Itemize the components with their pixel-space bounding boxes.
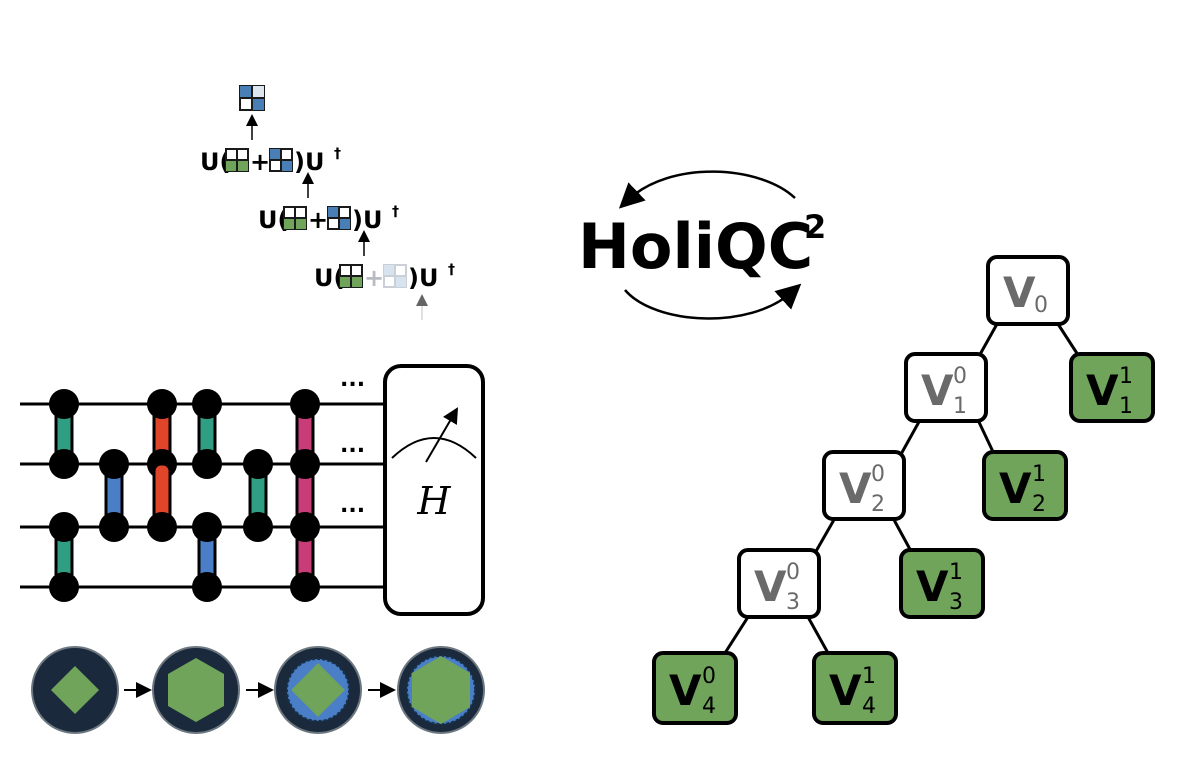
meter-icon (391, 437, 477, 459)
node-subscript: 3 (786, 590, 800, 615)
node-subscript: 1 (1119, 394, 1133, 419)
tree-node-v3-1: V 1 3 (899, 548, 985, 619)
ellipsis: ... (340, 367, 365, 392)
dagger: † (448, 262, 455, 278)
node-superscript: 1 (949, 560, 963, 585)
ellipsis: ... (340, 433, 365, 458)
faded-blue-grid-icon (383, 264, 407, 288)
equation-tail: )U (294, 148, 324, 176)
green-grid-icon (225, 148, 249, 172)
plus-sign: + (250, 148, 270, 176)
tree-edge (806, 616, 830, 654)
quantum-circuit: ... ... ... H (20, 364, 485, 616)
binary-tree: V 0 V 0 1 V 1 1 V 0 2 V 1 2 (652, 255, 1155, 725)
node-superscript: 0 (953, 364, 967, 389)
two-qubit-gate (192, 512, 222, 602)
tree-node-v2-0: V 0 2 (822, 450, 906, 521)
blue-grid-icon (239, 85, 265, 111)
diamond-refined-icon (274, 646, 362, 734)
tree-node-v4-0: V 0 4 (652, 651, 738, 725)
two-qubit-gate (49, 512, 79, 602)
tree-edge (813, 517, 837, 554)
equation-row-2: U( + )U † (258, 204, 399, 234)
tree-node-v1-1: V 1 1 (1069, 352, 1155, 423)
equation-row-3: U( + )U † (314, 262, 455, 292)
hexagon-in-circle-icon (152, 646, 240, 734)
plus-sign-faded: + (364, 264, 384, 292)
node-subscript: 2 (1032, 492, 1046, 517)
shape-evolution (31, 646, 485, 734)
meter-needle (425, 407, 459, 463)
hexagon-refined-icon (397, 646, 485, 734)
two-qubit-gate (49, 389, 79, 479)
blue-grid-icon (327, 206, 351, 230)
tree-node-v3-0: V 0 3 (737, 548, 821, 619)
blue-grid-icon (269, 148, 293, 172)
cycle-arrow-bottom (624, 283, 802, 320)
tree-node-v2-1: V 1 2 (982, 450, 1068, 521)
node-superscript: 1 (1119, 364, 1133, 389)
node-superscript: 1 (862, 664, 876, 689)
node-superscript: 0 (702, 664, 716, 689)
diamond-in-circle-icon (31, 646, 119, 734)
node-superscript: 0 (786, 560, 800, 585)
tree-edge (891, 517, 914, 554)
node-letter: V (829, 666, 862, 715)
node-subscript: 4 (702, 694, 716, 719)
node-subscript: 1 (953, 394, 967, 419)
node-subscript: 0 (1034, 293, 1048, 318)
two-qubit-gate (99, 449, 129, 542)
node-subscript: 4 (862, 694, 876, 719)
equation-tail: )U (408, 264, 438, 292)
measurement-label: H (416, 479, 451, 523)
green-grid-icon (283, 206, 307, 230)
title-main: HoliQC (578, 210, 813, 283)
tree-node-v1-0: V 0 1 (904, 352, 988, 423)
cycle-arrow-top (618, 170, 796, 209)
ellipsis: ... (340, 493, 365, 518)
node-superscript: 0 (871, 462, 885, 487)
node-letter: V (921, 366, 954, 415)
tree-edge (898, 419, 922, 457)
node-letter: V (1003, 268, 1036, 317)
title-block: HoliQC 2 (578, 170, 826, 320)
tree-node-v0: V 0 (986, 255, 1070, 326)
node-letter: V (669, 666, 702, 715)
two-qubit-gate (147, 462, 177, 542)
equation-tail: )U (352, 206, 382, 234)
measurement-box: H (383, 364, 485, 616)
tree-edge (1056, 323, 1082, 359)
node-superscript: 1 (1032, 462, 1046, 487)
dagger: † (392, 204, 399, 220)
title-superscript: 2 (804, 208, 826, 246)
node-subscript: 3 (949, 590, 963, 615)
node-subscript: 2 (871, 492, 885, 517)
two-qubit-gate (192, 389, 222, 479)
tree-edge (723, 616, 750, 654)
node-letter: V (754, 562, 787, 611)
two-qubit-gate (243, 449, 273, 542)
multi-qubit-gate (290, 389, 320, 602)
node-letter: V (916, 562, 949, 611)
equation-row-1: U( + )U † (200, 146, 341, 176)
node-letter: V (1086, 366, 1119, 415)
tree-edge (976, 323, 999, 359)
node-letter: V (999, 464, 1032, 513)
node-letter: V (839, 464, 872, 513)
equation-stack: U( + )U † U( (200, 85, 455, 320)
tree-edge (976, 419, 997, 457)
tree-node-v4-1: V 1 4 (812, 651, 898, 725)
dagger: † (334, 146, 341, 162)
plus-sign: + (308, 206, 328, 234)
green-grid-icon (339, 264, 363, 288)
